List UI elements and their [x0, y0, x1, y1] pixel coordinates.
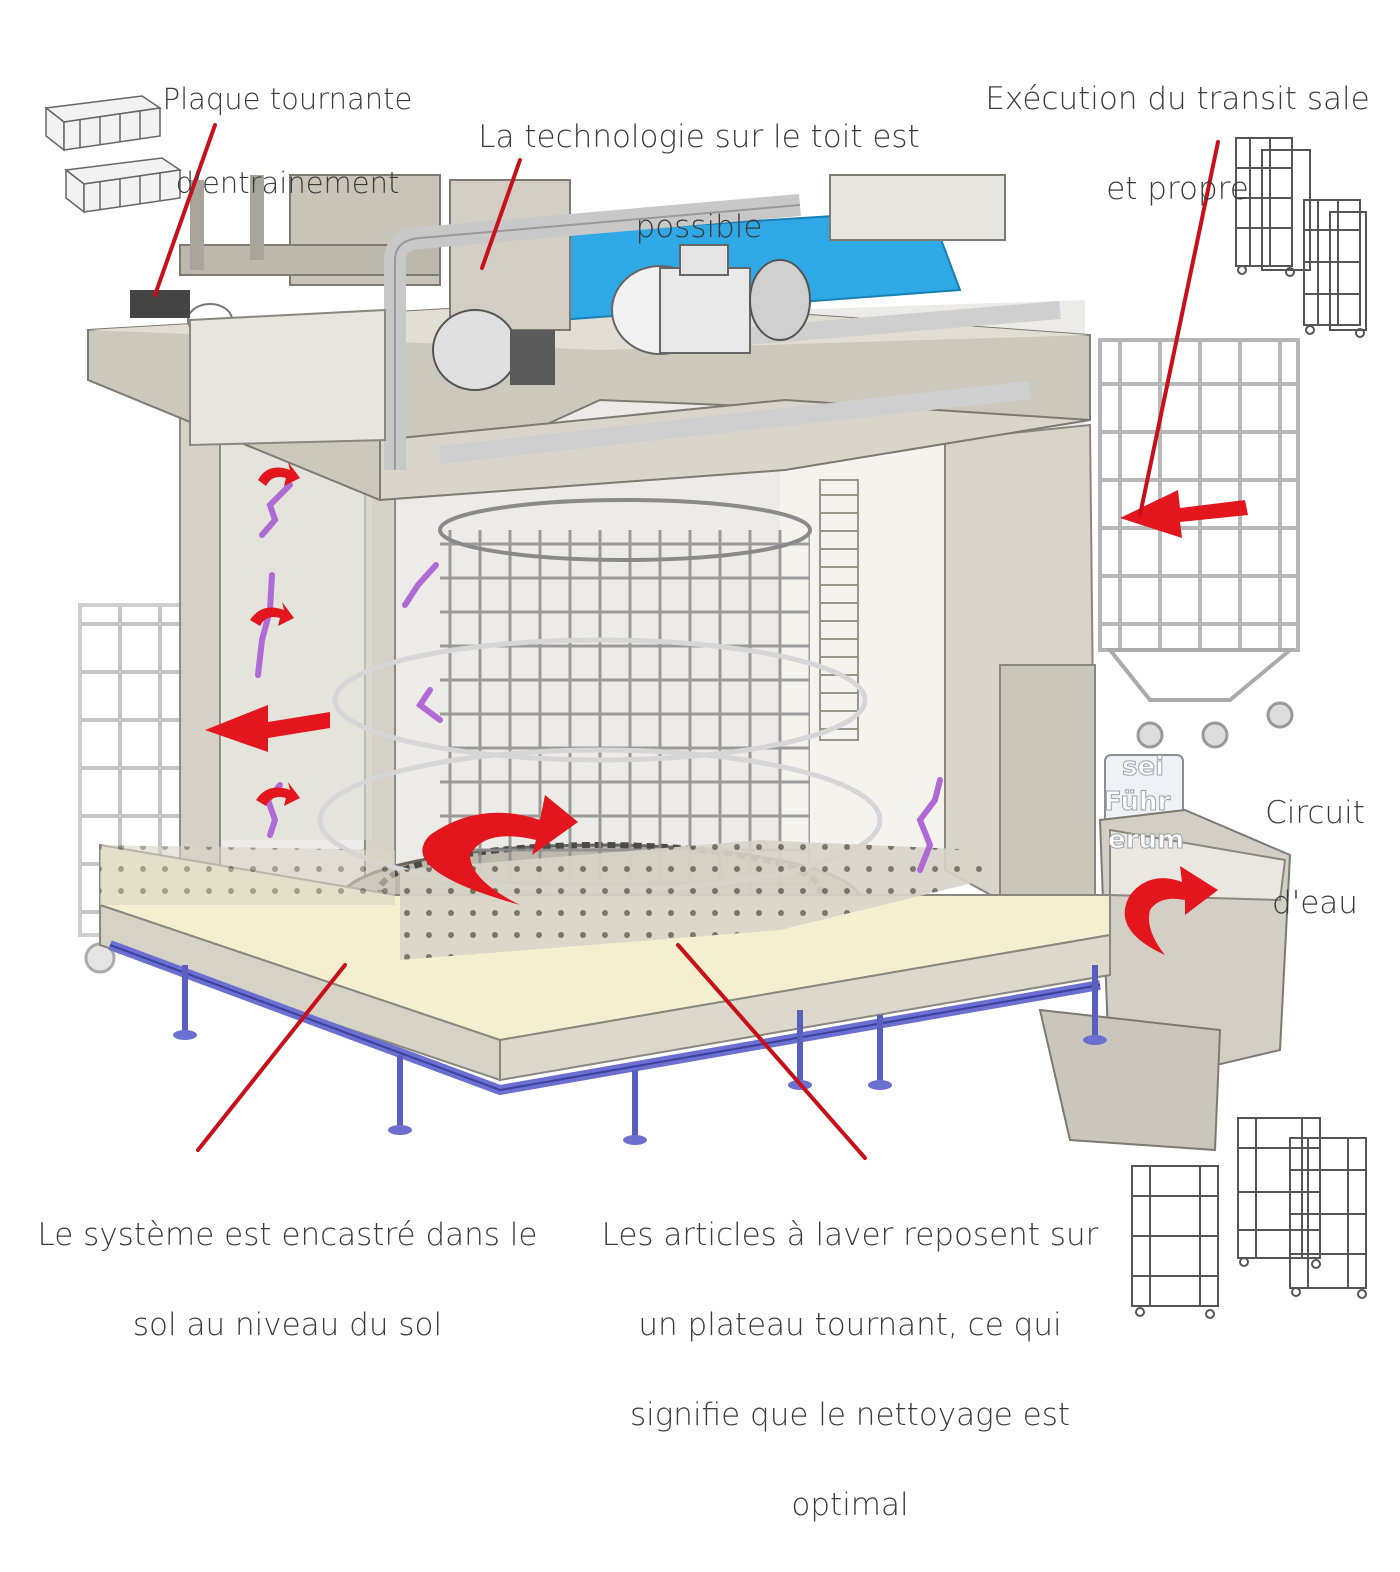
callout-line-drive-plate [153, 123, 217, 297]
pump-motor [611, 244, 811, 355]
label-roof-technology: La technologie sur le toit est possible [478, 118, 920, 245]
flow-arrow-right-cart [1120, 490, 1248, 538]
label-water-circuit: Circuit d'eau [1265, 794, 1365, 921]
drum-sign-text: sei Führ erum [1104, 752, 1185, 856]
callout-line-floor [196, 963, 347, 1152]
crate-icon [44, 95, 183, 214]
callout-lines [153, 123, 1220, 1160]
roll-cart-icon-top [1235, 137, 1367, 338]
flow-arrow-water [1124, 866, 1218, 955]
label-drive-plate: Plaque tournante d'entrainement [162, 82, 413, 201]
floor-base [99, 828, 1287, 1082]
flow-arrow-curved-center [422, 795, 578, 905]
callout-line-roof [480, 158, 522, 270]
callout-line-turntable [676, 943, 867, 1160]
washing-system-illustration: sei Führ erum [44, 95, 1367, 1319]
label-turntable: Les articles à laver reposent sur un pla… [601, 1216, 1099, 1523]
roll-cart-large [1098, 338, 1300, 749]
flow-arrow-left [205, 705, 330, 752]
frame-rail [108, 940, 1107, 1145]
flow-arrow-small [250, 462, 300, 806]
label-transit: Exécution du transit sale et propre [985, 80, 1370, 207]
svg-text:erum: erum [1108, 825, 1184, 855]
svg-text:Führ: Führ [1104, 787, 1170, 817]
fan-motor [432, 309, 555, 391]
roll-cart-icon-bottom [1131, 1117, 1367, 1319]
label-floor-system: Le système est encastré dans le sol au n… [37, 1216, 538, 1343]
svg-text:sei: sei [1122, 752, 1164, 782]
callout-line-transit [1138, 140, 1220, 517]
spray-nozzle [255, 482, 943, 873]
